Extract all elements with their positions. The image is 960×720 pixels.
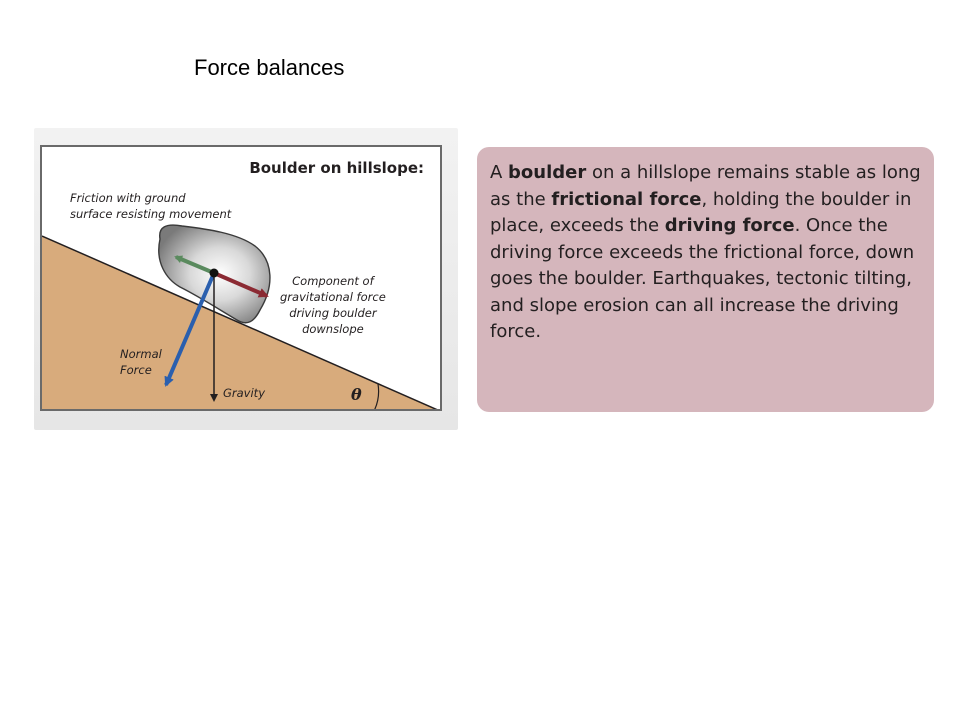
boulder-center-point [209, 268, 219, 278]
normal-label-line: Normal [120, 347, 162, 361]
driving-force-arrow [213, 271, 269, 298]
text-segment: on a hillslope remains stable as long as… [490, 162, 921, 210]
text-segment: A [490, 162, 509, 183]
slide-title: Force balances [194, 55, 345, 80]
friction-arrow [174, 255, 215, 275]
diagram-canvas [42, 224, 438, 409]
component-label-line: driving boulder [289, 306, 377, 320]
angle-arc [374, 383, 380, 409]
diagram-heading: Boulder on hillslope: [249, 159, 424, 177]
hillslope-surface [42, 235, 438, 409]
friction-label-line: surface resisting movement [70, 207, 232, 221]
component-label-line: gravitational force [280, 290, 386, 304]
text-segment: , holding the boulder in place, exceeds … [490, 188, 912, 237]
driving-component-label: Component of gravitational force driving… [280, 273, 386, 337]
explanation-text: A boulder on a hillslope remains stable … [490, 160, 922, 346]
normal-force-arrow [164, 272, 216, 387]
component-label-line: downslope [302, 322, 364, 336]
component-label-line: Component of [292, 274, 374, 288]
text-segment: . Once the driving force exceeds the fri… [490, 215, 915, 342]
emphasis-term: frictional force [551, 188, 702, 210]
normal-label-line: Force [120, 363, 152, 377]
normal-force-label: Normal Force [120, 346, 162, 378]
emphasis-term: boulder [508, 162, 587, 183]
explanation-box: A boulder on a hillslope remains stable … [477, 147, 934, 412]
friction-label-line: Friction with ground [70, 191, 186, 205]
emphasis-term: driving force [664, 215, 795, 236]
slope-angle-label: θ [351, 385, 362, 404]
gravity-label: Gravity [223, 386, 266, 400]
friction-label: Friction with ground surface resisting m… [70, 190, 231, 222]
boulder-diagram: Boulder on hillslope: Friction with grou… [40, 145, 442, 411]
